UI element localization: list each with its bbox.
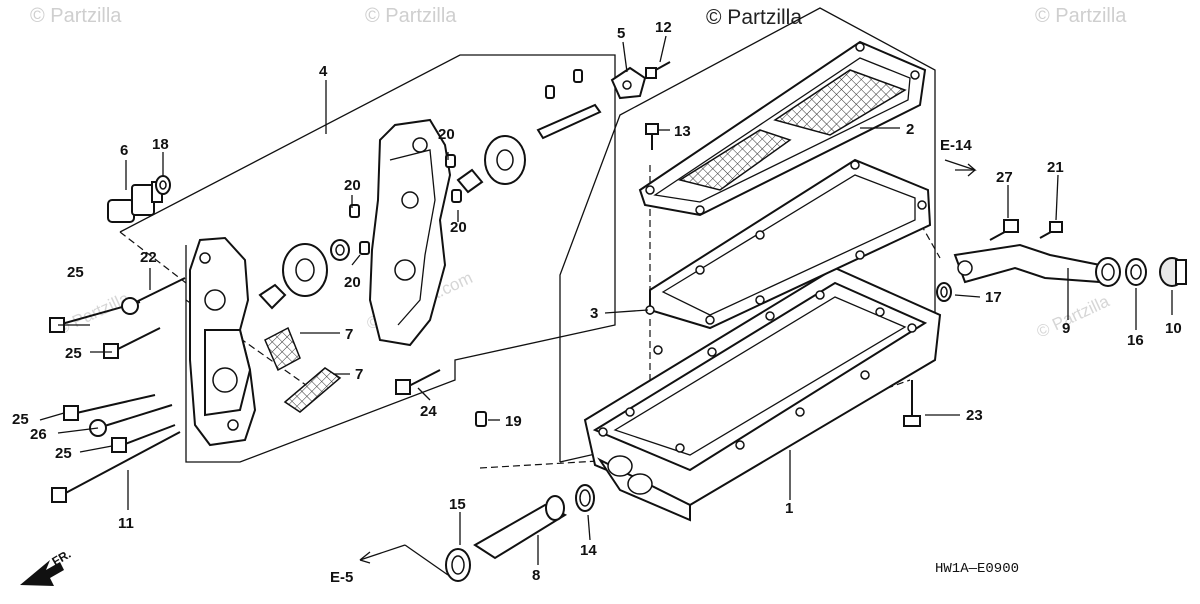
callout-11: 11 bbox=[118, 515, 134, 532]
callout-21: 21 bbox=[1047, 159, 1064, 176]
callout-7-b: 7 bbox=[355, 366, 363, 383]
callout-6: 6 bbox=[120, 142, 128, 159]
watermark: © Partzilla bbox=[1034, 291, 1113, 341]
rotor-left bbox=[282, 243, 328, 297]
washer-18 bbox=[155, 175, 171, 195]
front-marker: FR. bbox=[20, 547, 73, 586]
cap-10 bbox=[1159, 257, 1187, 287]
watermark: © Partzilla bbox=[30, 5, 122, 27]
bolt-22 bbox=[121, 277, 186, 315]
callout-9: 9 bbox=[1062, 320, 1070, 337]
callout-27: 27 bbox=[996, 169, 1013, 186]
callout-10: 10 bbox=[1165, 320, 1182, 337]
callout-1: 1 bbox=[785, 500, 793, 517]
pipe-8 bbox=[473, 495, 568, 560]
callout-25-a: 25 bbox=[67, 264, 84, 281]
callout-25-c: 25 bbox=[12, 411, 29, 428]
callout-8: 8 bbox=[532, 567, 540, 584]
callout-20-b: 20 bbox=[344, 177, 361, 194]
bolt-25-c bbox=[63, 394, 156, 421]
bracket-5 bbox=[610, 66, 647, 100]
left-housing bbox=[189, 236, 257, 447]
bolt-27 bbox=[989, 219, 1019, 241]
watermark: © Partzilla bbox=[54, 288, 133, 338]
callout-17: 17 bbox=[985, 289, 1002, 306]
gasket-lower bbox=[645, 158, 932, 330]
callout-20-d: 20 bbox=[344, 274, 361, 291]
callout-26: 26 bbox=[30, 426, 47, 443]
bolt-11 bbox=[51, 431, 181, 503]
callout-12: 12 bbox=[655, 19, 672, 36]
front-arrow-icon bbox=[20, 560, 64, 586]
watermark: © Partzilla bbox=[1035, 5, 1127, 27]
callout-18: 18 bbox=[152, 136, 169, 153]
filler-pipe-9 bbox=[953, 243, 1121, 287]
callout-13: 13 bbox=[674, 123, 691, 140]
oil-pan bbox=[583, 266, 942, 522]
bolt-25-b bbox=[103, 327, 161, 359]
rotor-right bbox=[484, 135, 526, 185]
callout-25-b: 25 bbox=[65, 345, 82, 362]
bolt-13 bbox=[645, 123, 659, 150]
callout-16: 16 bbox=[1127, 332, 1144, 349]
callout-20-c: 20 bbox=[450, 219, 467, 236]
bolt-12 bbox=[645, 61, 671, 79]
callout-labels: 4 5 12 13 2 6 18 20 20 20 20 22 25 25 3 … bbox=[12, 19, 1182, 584]
shaft-part bbox=[536, 103, 602, 140]
diagram-code: HW1A—E0900 bbox=[935, 561, 1019, 577]
watermark: © Partzilla bbox=[706, 6, 802, 29]
seal-15 bbox=[445, 548, 471, 582]
bolt-25-d bbox=[111, 424, 176, 453]
callout-25-d: 25 bbox=[55, 445, 72, 462]
callout-2: 2 bbox=[906, 121, 914, 138]
bolt-24 bbox=[395, 369, 441, 395]
callout-23: 23 bbox=[966, 407, 983, 424]
front-label: FR. bbox=[50, 547, 74, 569]
screen-7-a bbox=[264, 326, 301, 372]
callout-20-a: 20 bbox=[438, 126, 455, 143]
small-rotor-parts bbox=[258, 168, 484, 310]
callout-3: 3 bbox=[590, 305, 598, 322]
reference-e14: E-14 bbox=[940, 137, 972, 154]
bracket-4 bbox=[119, 54, 616, 463]
sensor-6 bbox=[107, 181, 163, 223]
screen-7-b bbox=[283, 367, 342, 413]
gasket-upper bbox=[638, 40, 927, 217]
reference-e5: E-5 bbox=[330, 569, 353, 586]
callout-5: 5 bbox=[617, 25, 625, 42]
valve-body bbox=[368, 118, 452, 347]
oring-17 bbox=[936, 282, 952, 302]
oring-14 bbox=[575, 484, 595, 512]
seal-16 bbox=[1125, 258, 1147, 286]
bolt-23 bbox=[903, 380, 921, 427]
callout-7-a: 7 bbox=[345, 326, 353, 343]
callout-15: 15 bbox=[449, 496, 466, 513]
callout-14: 14 bbox=[580, 542, 597, 559]
watermark: © Partzilla bbox=[365, 5, 457, 27]
bolt-21 bbox=[1039, 221, 1063, 239]
callout-24: 24 bbox=[420, 403, 437, 420]
callout-22: 22 bbox=[140, 249, 157, 266]
callout-19: 19 bbox=[505, 413, 522, 430]
dowel-19 bbox=[475, 411, 487, 427]
callout-4: 4 bbox=[319, 63, 328, 80]
leader-lines bbox=[39, 35, 1173, 576]
